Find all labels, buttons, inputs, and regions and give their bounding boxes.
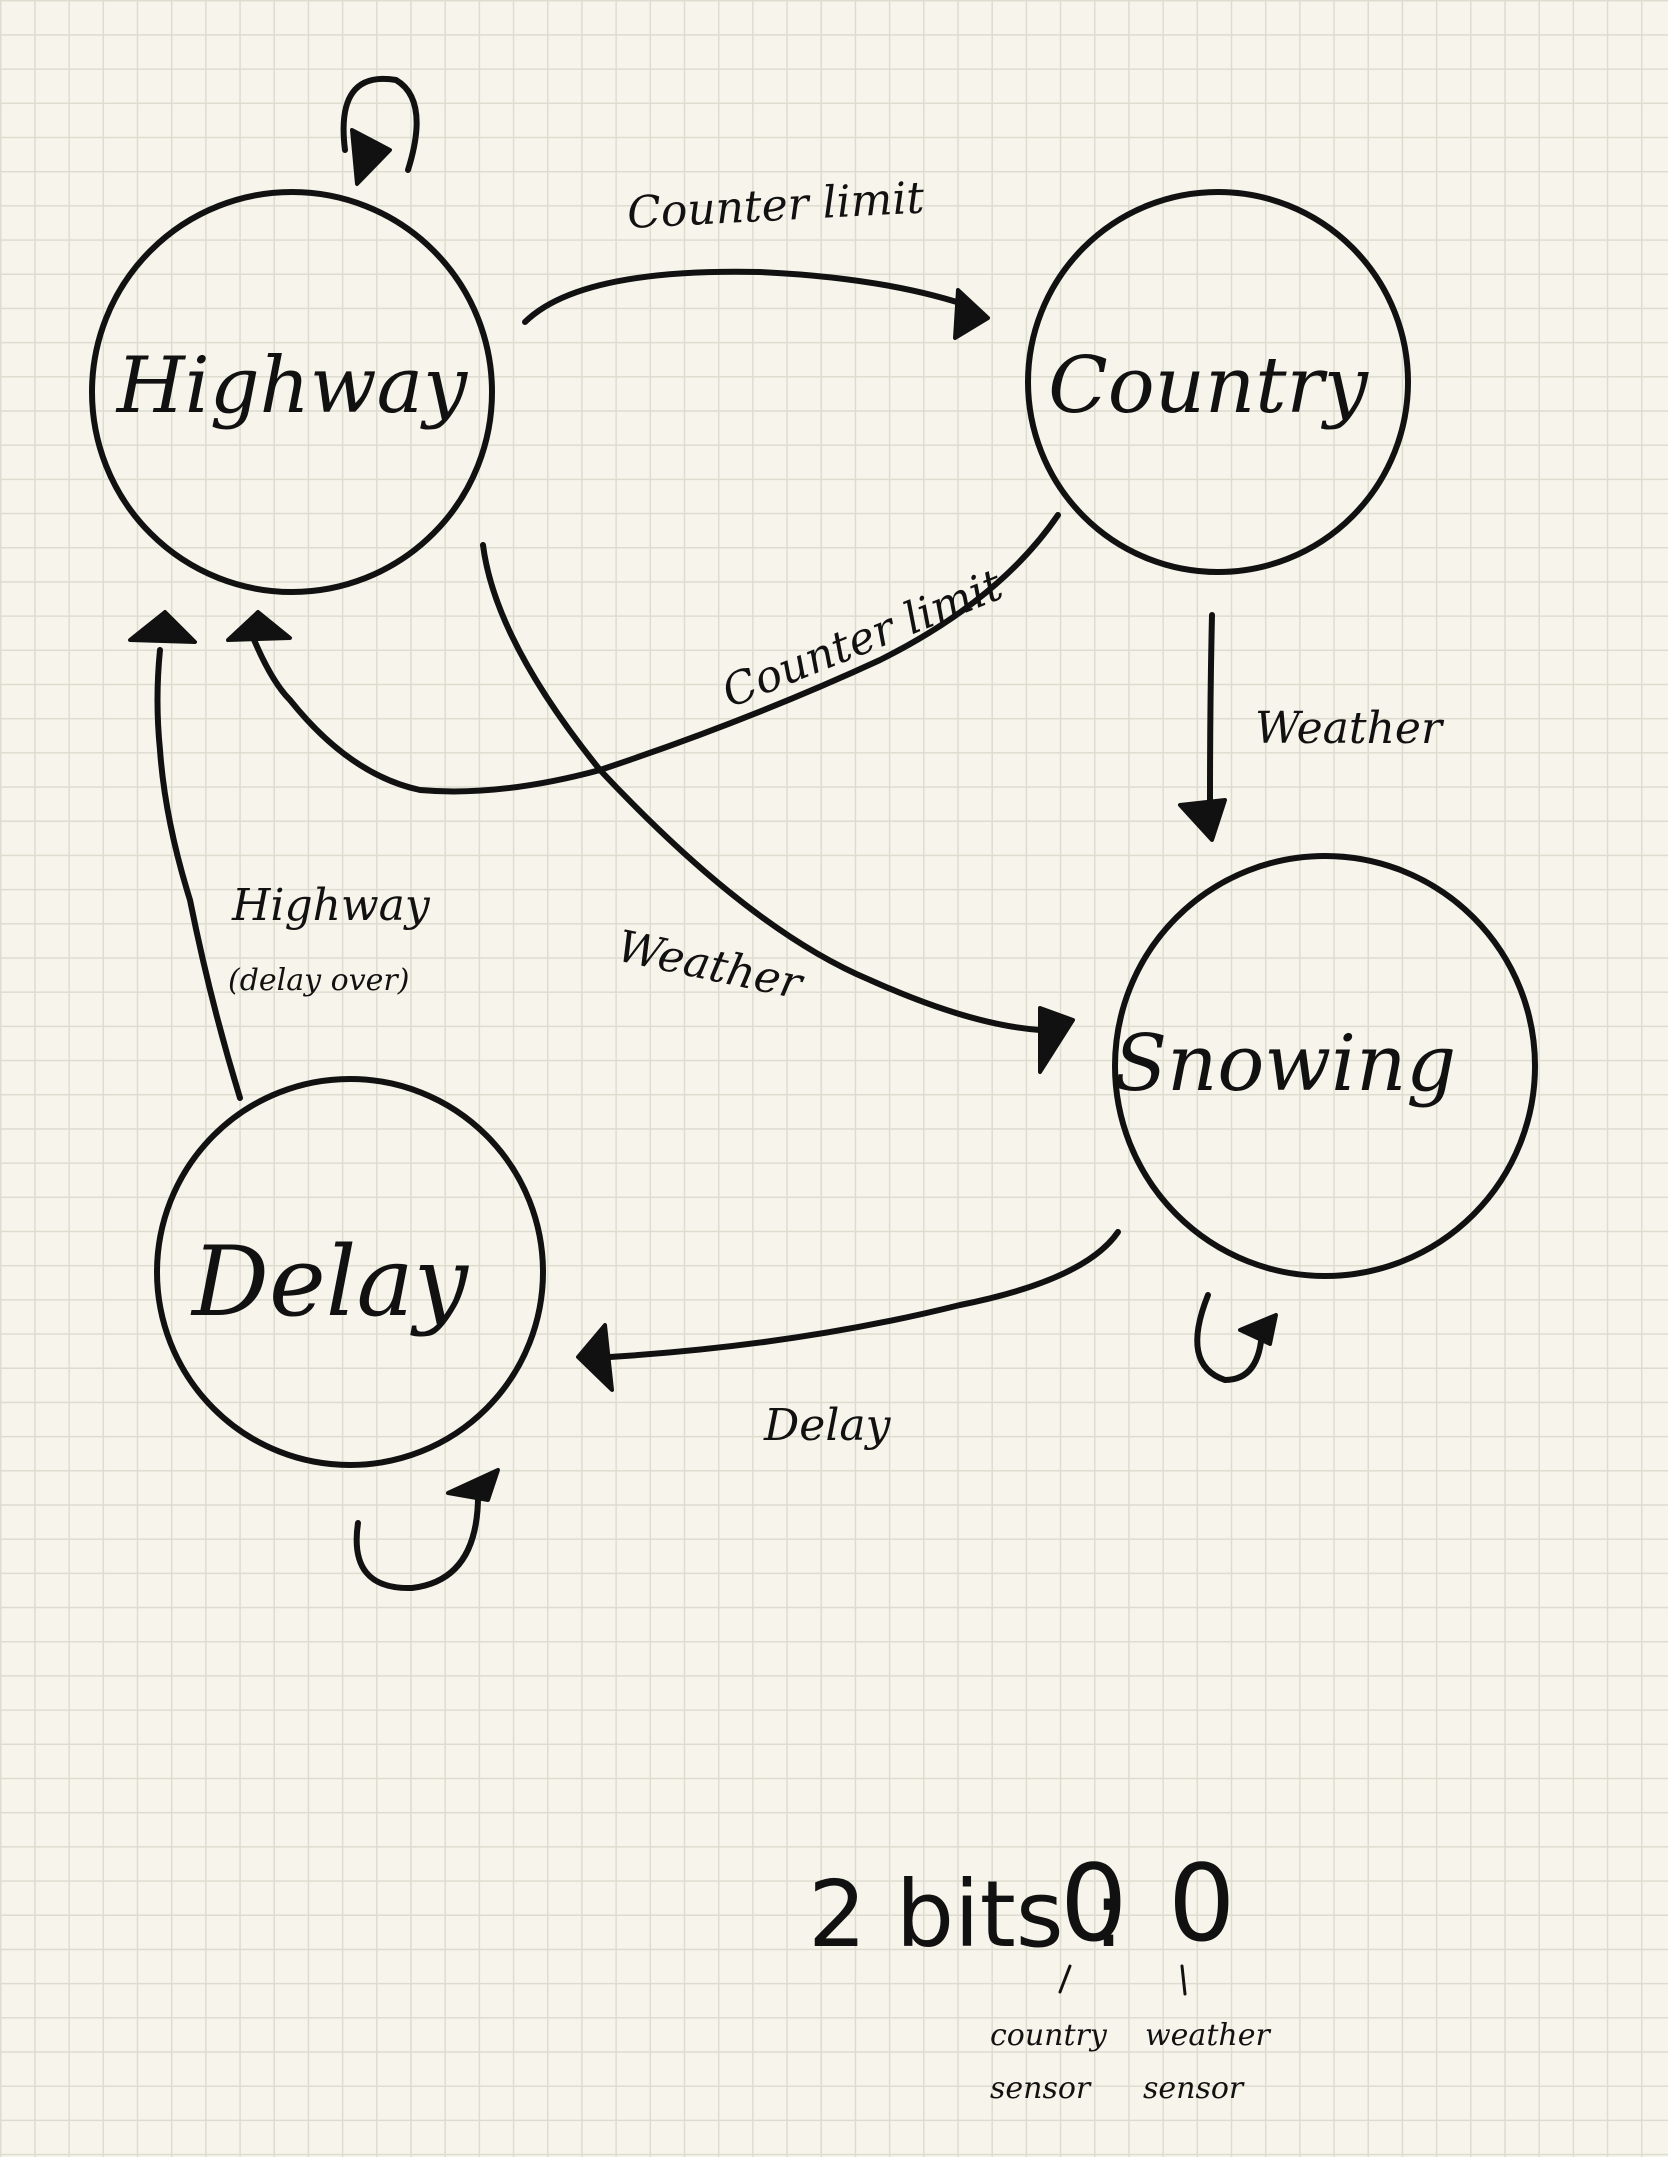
transition-snowing-to-delay-line xyxy=(607,1229,1121,1360)
transition-country-to-highway-label: Counter limit xyxy=(715,559,1010,718)
bit-weather-pointer xyxy=(1180,1964,1187,1996)
state-highway: Highway xyxy=(89,189,495,595)
bit-weather-caption-line2: sensor xyxy=(1143,2071,1245,2106)
state-delay-circle xyxy=(154,1076,546,1468)
transition-delay-to-highway-line xyxy=(154,647,243,1101)
state-highway-label: Highway xyxy=(115,341,468,431)
state-country-label: Country xyxy=(1048,341,1369,431)
transition-delay-to-highway-sublabel: (delay over) xyxy=(228,963,409,998)
transition-country-to-highway-arrowhead xyxy=(226,610,292,642)
state-country: Country xyxy=(1025,189,1411,575)
transition-highway-to-snowing-arrowhead xyxy=(1038,1006,1075,1074)
transition-snowing-to-delay-label: Delay xyxy=(763,1400,892,1451)
self-loop-snowing-arrowhead xyxy=(1238,1313,1278,1346)
self-loop-delay-arrowhead xyxy=(446,1468,500,1502)
transition-highway-to-country: Counter limit xyxy=(522,172,990,340)
transition-highway-to-country-line xyxy=(522,268,978,325)
state-snowing: Snowing xyxy=(1112,853,1538,1279)
state-delay-label: Delay xyxy=(190,1226,470,1338)
self-loop-delay xyxy=(353,1468,500,1592)
transition-highway-to-snowing: Weather xyxy=(480,542,1075,1074)
transition-snowing-to-delay: Delay xyxy=(576,1229,1121,1451)
transition-highway-to-snowing-label: Weather xyxy=(613,921,809,1010)
transition-country-to-snowing-line xyxy=(1207,612,1215,803)
bit-value-weather: 0 xyxy=(1168,1842,1235,1965)
transition-country-to-snowing: Weather xyxy=(1178,612,1445,842)
bit-country-caption-line2: sensor xyxy=(990,2071,1092,2106)
self-loop-delay-line xyxy=(353,1487,482,1592)
state-country-circle xyxy=(1025,189,1411,575)
transition-country-to-snowing-label: Weather xyxy=(1255,703,1445,754)
transition-highway-to-country-label: Counter limit xyxy=(626,172,926,239)
transition-delay-to-highway: Highway (delay over) xyxy=(128,610,431,1101)
bit-encoding-note: 2 bits : 0 0 country sensor weather sens… xyxy=(808,1842,1271,2106)
transition-delay-to-highway-label: Highway xyxy=(231,880,431,931)
self-loop-snowing-line xyxy=(1194,1292,1265,1383)
transition-country-to-snowing-arrowhead xyxy=(1178,798,1227,842)
transition-highway-to-snowing-line xyxy=(480,542,1043,1033)
state-snowing-label: Snowing xyxy=(1114,1019,1457,1109)
self-loop-snowing xyxy=(1194,1292,1278,1383)
bit-country-pointer xyxy=(1058,1964,1072,1994)
self-loop-highway-arrowhead xyxy=(350,128,392,186)
transition-delay-to-highway-arrowhead xyxy=(128,610,197,644)
bit-country-caption-line1: country xyxy=(990,2018,1108,2053)
self-loop-highway xyxy=(340,75,420,186)
self-loop-highway-line xyxy=(340,75,420,173)
transition-country-to-highway: Counter limit xyxy=(226,512,1061,795)
transition-country-to-highway-line xyxy=(247,512,1061,795)
bits-label: 2 bits : xyxy=(808,1861,1124,1968)
state-snowing-circle xyxy=(1112,853,1538,1279)
state-highway-circle xyxy=(89,189,495,595)
transition-snowing-to-delay-arrowhead xyxy=(576,1323,614,1392)
transition-highway-to-country-arrowhead xyxy=(953,288,990,340)
bit-weather-caption-line1: weather xyxy=(1145,2018,1271,2053)
bit-value-country: 0 xyxy=(1060,1842,1127,1965)
state-delay: Delay xyxy=(154,1076,546,1468)
